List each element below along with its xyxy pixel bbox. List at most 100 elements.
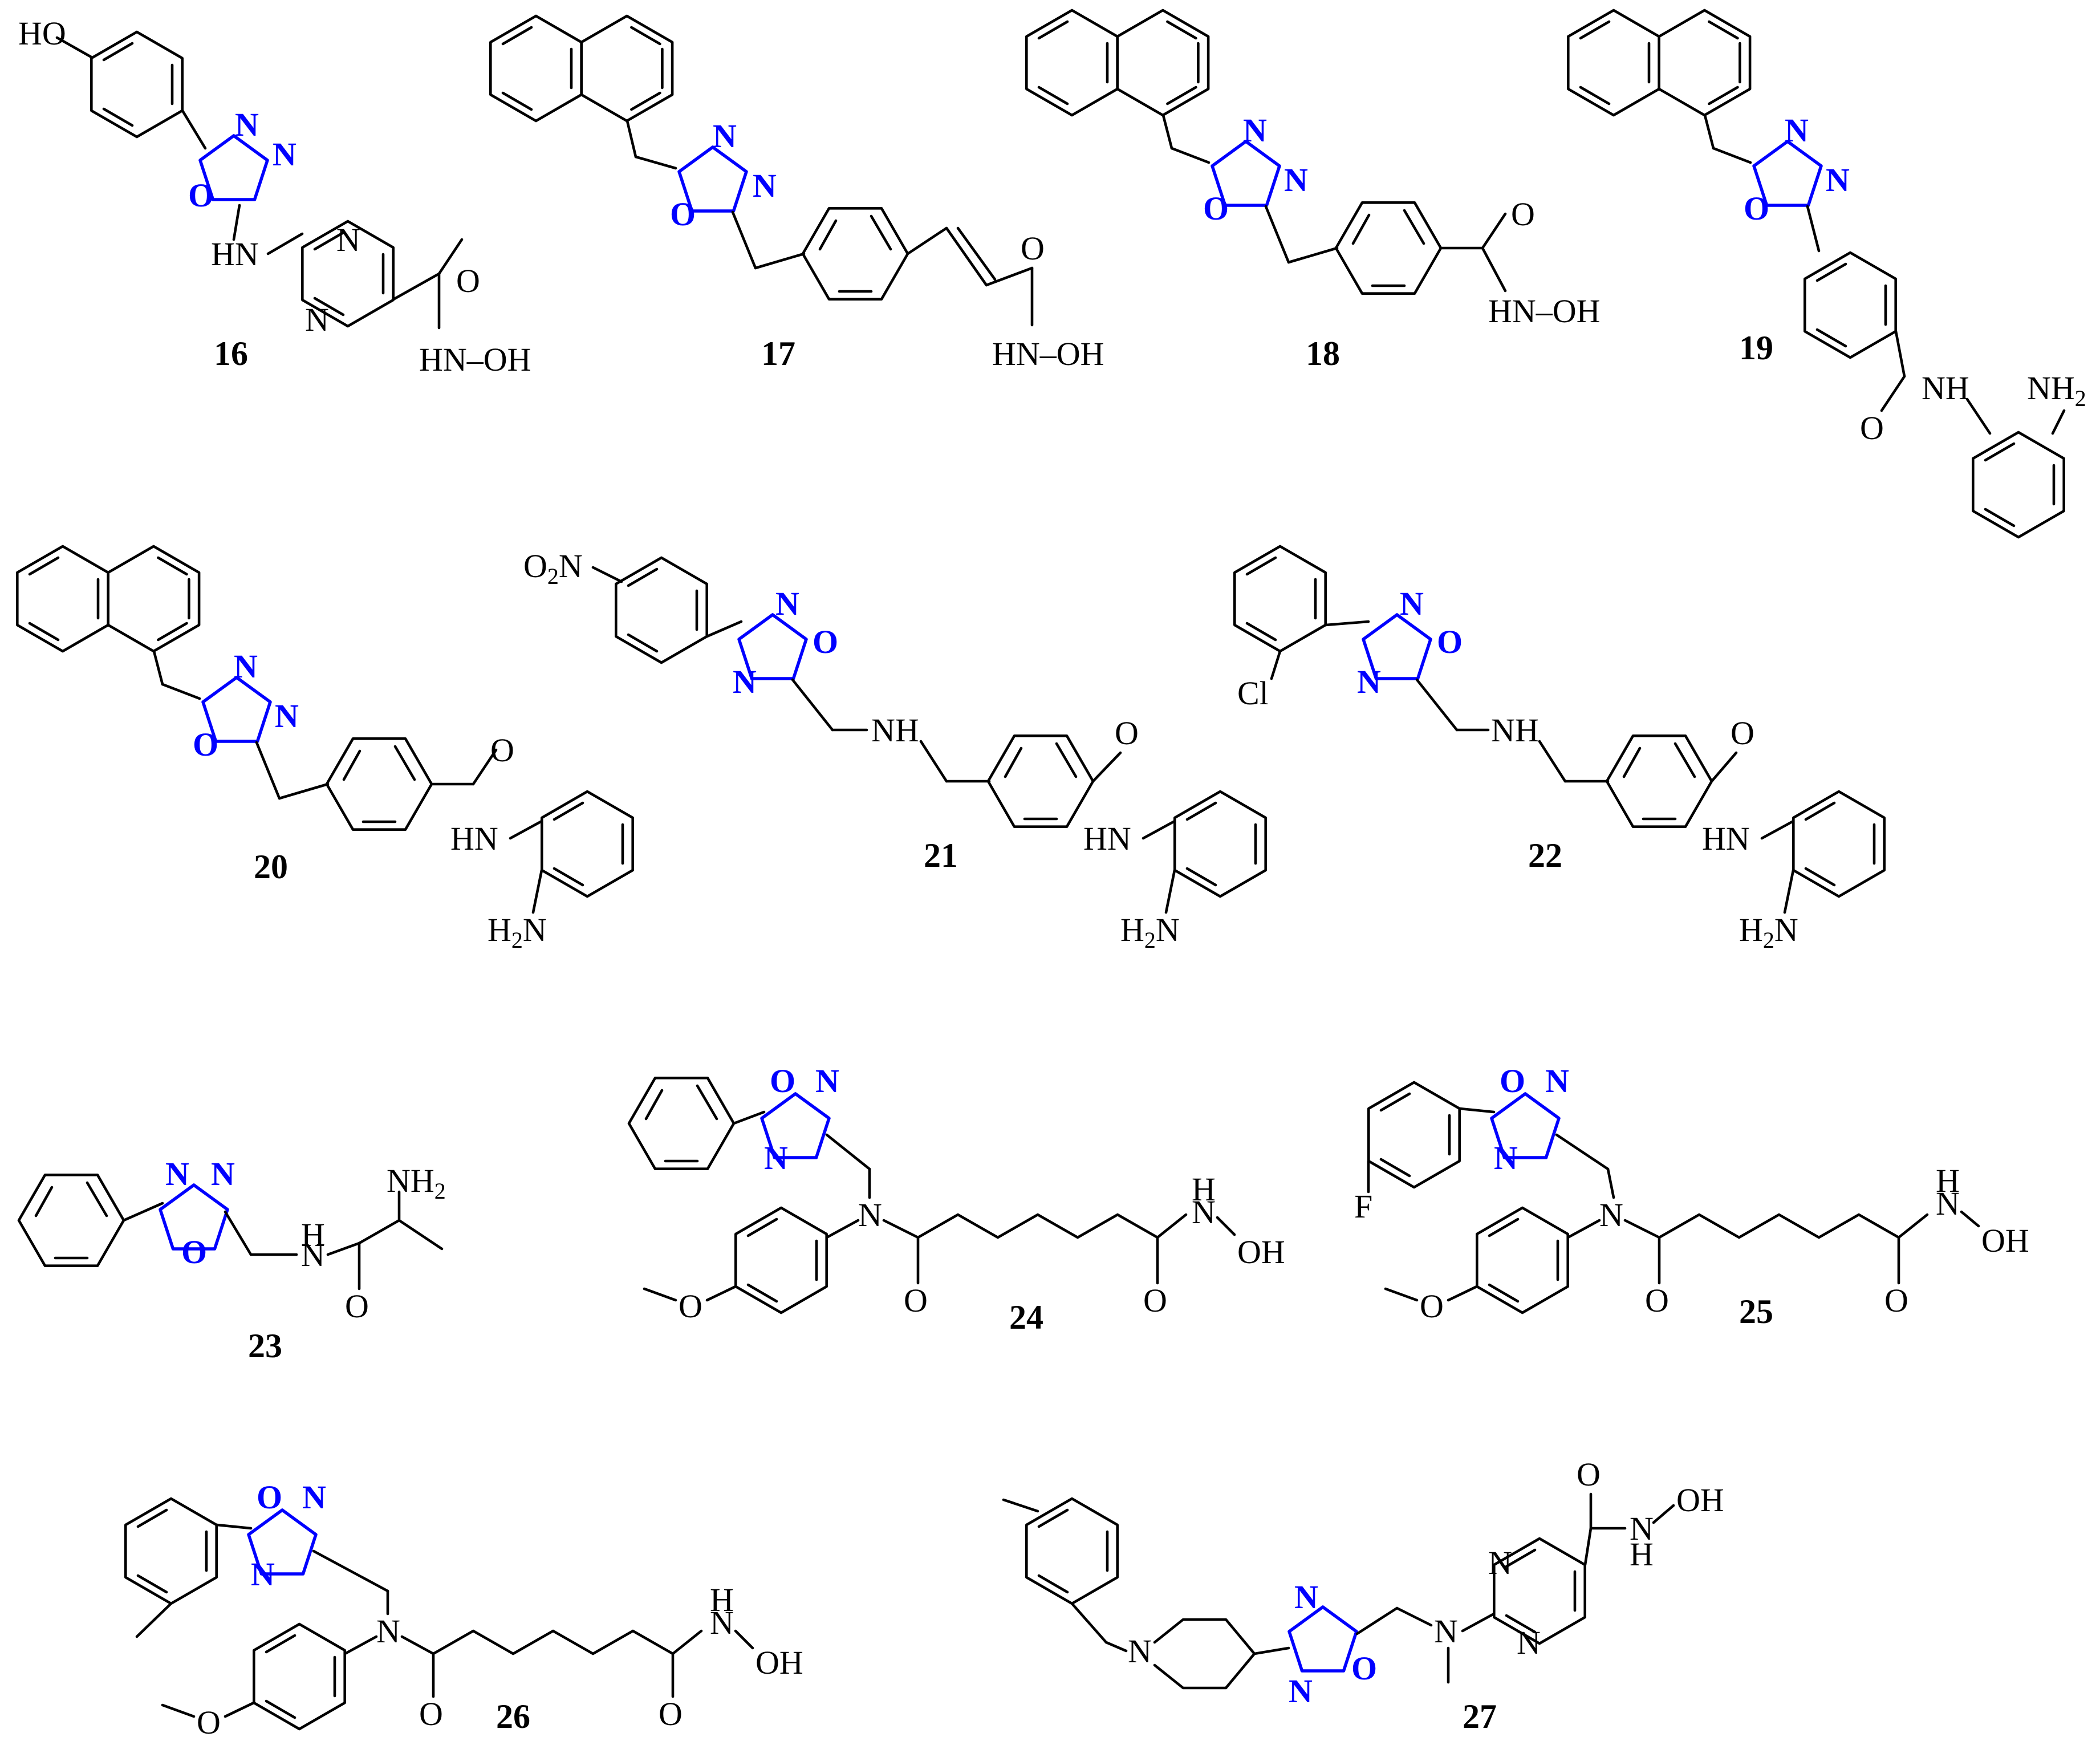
atom-h: H xyxy=(1630,1536,1654,1573)
compound-label: 16 xyxy=(214,335,248,372)
compound-label: 22 xyxy=(1528,837,1562,874)
atom-n: N xyxy=(1545,1062,1569,1099)
atom-o: O xyxy=(904,1282,928,1319)
atom-hn: HN xyxy=(450,820,498,857)
atom-n: N xyxy=(235,106,259,143)
atom-oh: OH xyxy=(1676,1482,1724,1519)
atom-amino: H2N xyxy=(488,911,547,953)
atom-n: N xyxy=(301,1236,325,1273)
compound-label: 20 xyxy=(254,848,288,886)
atom-chloro: Cl xyxy=(1237,675,1269,712)
atom-n: N xyxy=(273,136,296,173)
atom-o: O xyxy=(1351,1650,1377,1687)
atom-n: N xyxy=(1294,1578,1318,1616)
compound-19: N N O O NH NH2 19 xyxy=(1568,10,2086,537)
atom-n: N xyxy=(1434,1613,1458,1650)
atom-o: O xyxy=(1203,190,1229,227)
atom-amino: H2N xyxy=(1120,911,1180,953)
atom-n: N xyxy=(275,697,299,734)
compound-label: 26 xyxy=(496,1698,530,1735)
atom-n: N xyxy=(1243,112,1267,149)
atom-n: N xyxy=(1630,1510,1654,1547)
atom-h: H xyxy=(1936,1162,1960,1199)
atom-h: H xyxy=(1192,1171,1216,1208)
atom-hydroxamate: HN–OH xyxy=(1488,293,1601,330)
atom-nh: NH xyxy=(871,712,919,749)
atom-hydroxamate: HN–OH xyxy=(419,341,531,378)
atom-n: N xyxy=(764,1139,788,1176)
atom-o: O xyxy=(1744,190,1769,227)
compound-label: 27 xyxy=(1463,1698,1497,1735)
atom-n: N xyxy=(1936,1185,1960,1222)
atom-o: O xyxy=(1420,1288,1444,1325)
atom-o: O xyxy=(490,732,514,769)
atom-n: N xyxy=(302,1479,326,1516)
atom-amino: NH2 xyxy=(387,1162,446,1204)
atom-n: N xyxy=(775,585,799,622)
compound-20: N N O O HN H2N 20 xyxy=(17,546,632,953)
compound-27: N N O N N N N O N H OH 27 xyxy=(1002,1456,1724,1735)
atom-hydroxamate: HN–OH xyxy=(992,335,1104,372)
atom-n: N xyxy=(733,663,757,700)
atom-n: N xyxy=(1400,585,1424,622)
atom-o: O xyxy=(456,262,480,299)
atom-amino: NH2 xyxy=(2027,370,2086,411)
atom-n: N xyxy=(1192,1194,1216,1231)
atom-n: N xyxy=(234,648,258,685)
atom-nitro: O2N xyxy=(523,547,583,589)
compound-16: HO N N O HN N N O HN–OH 16 xyxy=(18,15,531,378)
compound-17: N N O O HN–OH 17 xyxy=(490,16,1104,372)
atom-o: O xyxy=(193,726,218,763)
atom-o: O xyxy=(670,196,696,233)
atom-nh: NH xyxy=(1922,370,1969,407)
compound-24: O N N N O O O H N OH 24 xyxy=(629,1062,1285,1336)
atom-n: N xyxy=(1128,1633,1152,1670)
atom-n: N xyxy=(858,1196,882,1233)
compound-label: 21 xyxy=(924,837,958,874)
atom-n: N xyxy=(1284,161,1308,198)
compound-21: O2N N O N NH O HN H2N 21 xyxy=(523,547,1266,953)
compound-23: N N O H N O NH2 23 xyxy=(19,1155,446,1365)
compound-label: 19 xyxy=(1739,329,1773,367)
atom-n: N xyxy=(1599,1196,1623,1233)
atom-o: O xyxy=(1437,623,1463,660)
atom-o: O xyxy=(1731,715,1754,752)
atom-n: N xyxy=(753,167,777,204)
atom-o: O xyxy=(1021,230,1045,267)
atom-n: N xyxy=(713,117,737,155)
atom-o: O xyxy=(1577,1456,1601,1493)
atom-o: O xyxy=(188,177,214,214)
atom-o: O xyxy=(257,1479,282,1516)
atom-n: N xyxy=(305,301,329,338)
atom-n: N xyxy=(1494,1139,1518,1176)
compound-label: 24 xyxy=(1009,1298,1043,1336)
atom-n: N xyxy=(211,1155,235,1192)
atom-fluoro: F xyxy=(1354,1188,1372,1225)
compound-26: O N N N O O O H N OH 26 xyxy=(125,1479,803,1737)
atom-o: O xyxy=(181,1233,207,1271)
atom-n: N xyxy=(1289,1673,1313,1710)
atom-o: O xyxy=(1645,1282,1669,1319)
atom-o: O xyxy=(345,1288,369,1325)
atom-hn: HN xyxy=(211,236,259,273)
atom-o: O xyxy=(1115,715,1139,752)
atom-oh: OH xyxy=(1981,1222,2029,1259)
atom-n: N xyxy=(710,1604,734,1641)
atom-hn: HN xyxy=(1083,820,1131,857)
compound-25: F O N N N O O O H N OH 25 xyxy=(1354,1062,2029,1330)
compound-18: N N O O HN–OH 18 xyxy=(1026,10,1601,372)
atom-o: O xyxy=(197,1704,221,1737)
atom-n: N xyxy=(815,1062,839,1099)
atom-n: N xyxy=(1517,1624,1541,1661)
compound-label: 25 xyxy=(1739,1293,1773,1330)
atom-amino: H2N xyxy=(1739,911,1798,953)
atom-hydroxy: HO xyxy=(18,15,66,52)
atom-h: H xyxy=(710,1581,734,1618)
atom-h: H xyxy=(301,1216,325,1253)
compound-label: 18 xyxy=(1306,335,1340,372)
compound-22: Cl N O N NH O HN H2N 22 xyxy=(1234,546,1884,953)
compound-label: 23 xyxy=(248,1327,282,1365)
atom-n: N xyxy=(165,1155,189,1192)
atom-n: N xyxy=(376,1613,400,1650)
